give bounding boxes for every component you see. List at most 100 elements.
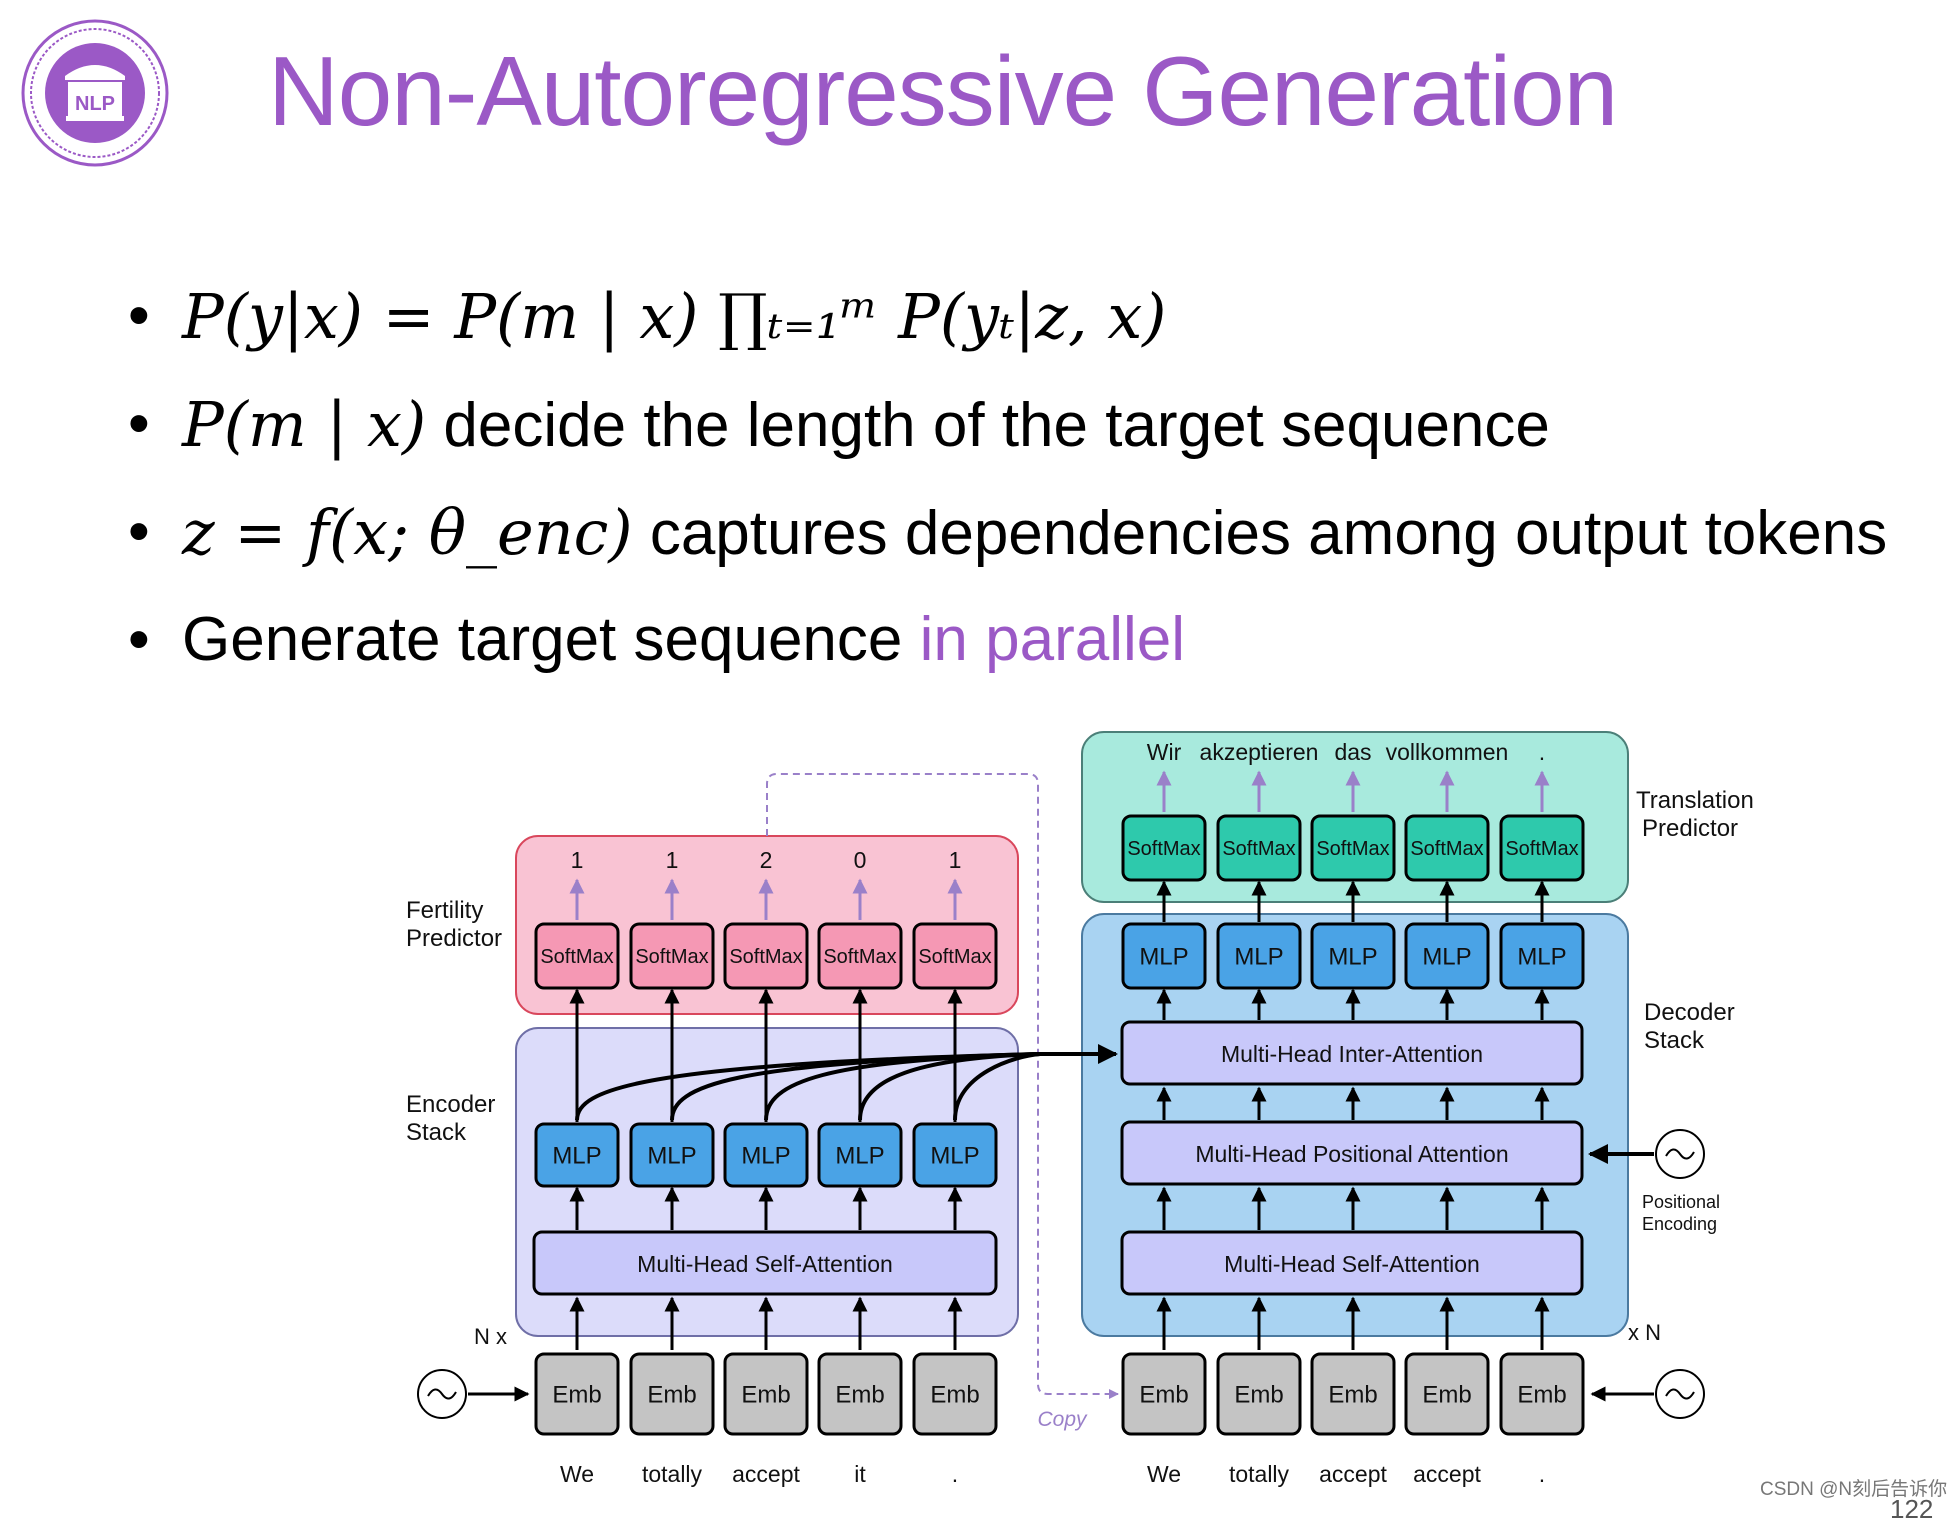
decoder-columns: WeEmbMLPSoftMaxWirtotallyEmbMLPSoftMaxak… — [1121, 739, 1585, 1487]
fertility-value: 1 — [571, 847, 584, 873]
bullet-list: • P(y|x) = P(m | x) ∏ₜ₌₁ᵐ P(yₜ|z, x) • P… — [128, 280, 1948, 712]
page-number: 122 — [1890, 1494, 1934, 1524]
emb-box-label: Emb — [835, 1382, 884, 1409]
encoder-label-2: Stack — [406, 1119, 467, 1146]
decoder-positional-attention-label: Multi-Head Positional Attention — [1195, 1141, 1508, 1167]
emb-box-label: Emb — [1517, 1382, 1566, 1409]
softmax-box-label: SoftMax — [1222, 838, 1295, 860]
softmax-box-label: SoftMax — [1127, 838, 1200, 860]
output-word: vollkommen — [1386, 739, 1509, 765]
softmax-box — [1310, 814, 1396, 882]
translation-label-2: Predictor — [1642, 815, 1738, 842]
softmax-box — [817, 922, 903, 990]
mlp-context-curve — [953, 1052, 1041, 1121]
bullet-length: • P(m | x) decide the length of the targ… — [128, 388, 1948, 496]
bullet-dot: • — [128, 497, 150, 566]
fertility-label-2: Predictor — [406, 925, 502, 952]
target-input-word: accept — [1319, 1461, 1387, 1487]
fertility-copy-line — [766, 773, 1119, 1399]
bullet-dependencies-text: captures dependencies among output token… — [649, 499, 1888, 568]
decoder-inter-attention-label: Multi-Head Inter-Attention — [1221, 1041, 1483, 1067]
mlp-box — [1404, 922, 1490, 990]
target-input-word: accept — [1413, 1461, 1481, 1487]
emb-box — [629, 1352, 715, 1436]
positional-label-2: Encoding — [1642, 1214, 1717, 1234]
bullet-parallel-highlight: in parallel — [919, 605, 1186, 674]
mlp-box — [1499, 922, 1585, 990]
mlp-box-label: MLP — [1139, 944, 1188, 971]
mlp-box — [817, 1122, 903, 1188]
emb-box-label: Emb — [1422, 1382, 1471, 1409]
mlp-box — [1310, 922, 1396, 990]
positional-label-1: Positional — [1642, 1192, 1720, 1212]
softmax-box-label: SoftMax — [1316, 838, 1389, 860]
mlp-box-label: MLP — [1517, 944, 1566, 971]
bullet-dependencies-formula: z = f(x; θ_enc) — [182, 496, 633, 569]
target-input-word: . — [1539, 1461, 1545, 1487]
target-input-word: totally — [1229, 1461, 1290, 1487]
softmax-box — [1499, 814, 1585, 882]
source-word: . — [952, 1461, 958, 1487]
emb-box-label: Emb — [1234, 1382, 1283, 1409]
bullet-length-text: decide the length of the target sequence — [443, 391, 1550, 460]
emb-box-label: Emb — [552, 1382, 601, 1409]
source-word: it — [854, 1461, 866, 1487]
translation-label-1: Translation — [1636, 787, 1754, 814]
source-word: accept — [732, 1461, 800, 1487]
emb-box — [534, 1352, 620, 1436]
mlp-context-curve — [858, 1052, 1041, 1121]
emb-box — [817, 1352, 903, 1436]
nx-left-label: N x — [474, 1324, 507, 1349]
emb-box — [1404, 1352, 1490, 1436]
bullet-length-formula: P(m | x) — [182, 388, 427, 461]
bullet-dot: • — [128, 281, 150, 350]
emb-box — [1310, 1352, 1396, 1436]
softmax-box-label: SoftMax — [1410, 838, 1483, 860]
bullet-formula-text: P(y|x) = P(m | x) ∏ₜ₌₁ᵐ P(yₜ|z, x) — [182, 280, 1167, 353]
slide-title: Non-Autoregressive Generation — [268, 36, 1618, 146]
emb-box-label: Emb — [1139, 1382, 1188, 1409]
softmax-box — [1404, 814, 1490, 882]
emb-box — [1121, 1352, 1207, 1436]
softmax-box — [1121, 814, 1207, 882]
positional-encoding-wave — [1665, 1148, 1695, 1160]
decoder-self-attention-label: Multi-Head Self-Attention — [1224, 1251, 1480, 1277]
softmax-box — [723, 922, 809, 990]
softmax-box — [629, 922, 715, 990]
mlp-box-label: MLP — [1422, 944, 1471, 971]
mlp-context-curve — [764, 1052, 1041, 1121]
emb-box-label: Emb — [1328, 1382, 1377, 1409]
encoder-self-attention — [532, 1230, 998, 1296]
decoder-label-2: Stack — [1644, 1027, 1705, 1054]
emb-box — [912, 1352, 998, 1436]
mlp-box — [1121, 922, 1207, 990]
left-positional-wave — [427, 1388, 457, 1400]
softmax-box-label: SoftMax — [635, 946, 708, 968]
softmax-box-label: SoftMax — [823, 946, 896, 968]
mlp-box — [912, 1122, 998, 1188]
source-word: We — [560, 1461, 594, 1487]
copy-label: Copy — [1037, 1408, 1088, 1431]
bullet-dependencies: • z = f(x; θ_enc) captures dependencies … — [128, 496, 1948, 604]
softmax-box-label: SoftMax — [540, 946, 613, 968]
university-logo: NLP — [21, 19, 169, 167]
bullet-dot: • — [128, 389, 150, 458]
softmax-box-label: SoftMax — [918, 946, 991, 968]
emb-box-label: Emb — [930, 1382, 979, 1409]
mlp-box-label: MLP — [930, 1143, 979, 1170]
decoder-inter-attention — [1120, 1020, 1584, 1086]
mlp-box-label: MLP — [835, 1143, 884, 1170]
softmax-box — [912, 922, 998, 990]
encoder-self-attention-label: Multi-Head Self-Attention — [637, 1251, 893, 1277]
mlp-box — [629, 1122, 715, 1188]
decoder-label-1: Decoder — [1644, 999, 1735, 1026]
fertility-value: 0 — [854, 847, 867, 873]
output-word: akzeptieren — [1200, 739, 1319, 765]
mlp-box — [1216, 922, 1302, 990]
bullet-parallel: • Generate target sequence in parallel — [128, 604, 1948, 712]
fertility-value: 1 — [949, 847, 962, 873]
emb-box — [723, 1352, 809, 1436]
emb-box — [1216, 1352, 1302, 1436]
